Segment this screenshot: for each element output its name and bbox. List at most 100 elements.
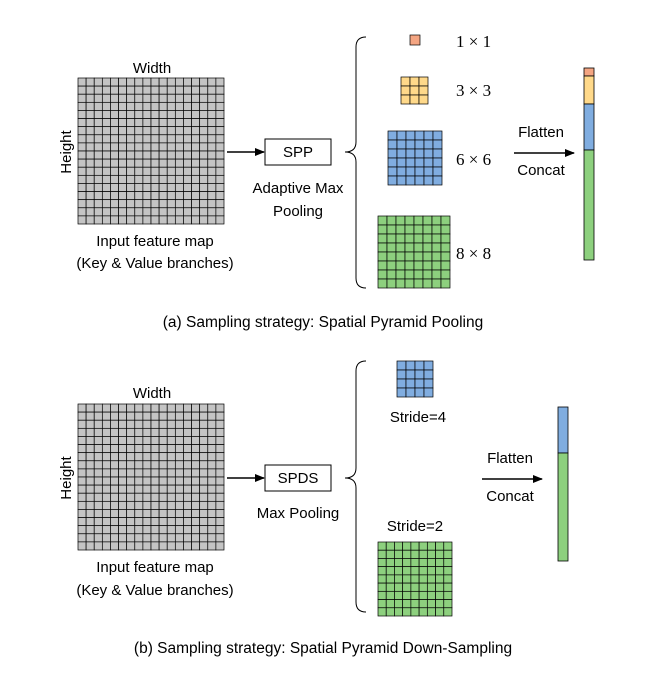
input-grid-cell bbox=[93, 419, 103, 429]
pool-cell-8x8 bbox=[431, 278, 442, 289]
input-grid-cell bbox=[174, 183, 184, 192]
input-grid-cell bbox=[215, 207, 225, 217]
input-grid-cell bbox=[110, 427, 119, 437]
input-grid-cell bbox=[93, 110, 103, 119]
input-grid-cell bbox=[183, 484, 192, 494]
input-grid-cell bbox=[191, 403, 201, 413]
input-grid-cell bbox=[77, 85, 87, 95]
caption-b: (b) Sampling strategy: Spatial Pyramid D… bbox=[134, 640, 512, 657]
pool-cell-8x8 bbox=[386, 224, 397, 235]
input-grid-cell bbox=[191, 476, 201, 486]
stride2-cell bbox=[377, 566, 387, 576]
input-grid-cell bbox=[191, 101, 201, 111]
pool-cell-6x6 bbox=[405, 148, 416, 159]
input-grid-cell bbox=[85, 126, 95, 136]
input-grid-cell bbox=[207, 191, 217, 201]
input-grid-cell bbox=[150, 126, 160, 136]
input-grid-cell bbox=[174, 419, 184, 429]
input-grid-cell bbox=[150, 215, 160, 225]
input-grid-cell bbox=[158, 77, 168, 87]
input-grid-cell bbox=[158, 142, 168, 152]
input-label-a-line1: Input feature map bbox=[96, 233, 214, 250]
input-grid-cell bbox=[150, 427, 160, 437]
input-grid-cell bbox=[77, 460, 87, 470]
input-grid-cell bbox=[191, 517, 201, 527]
input-grid-cell bbox=[199, 452, 209, 462]
input-grid-cell bbox=[199, 492, 209, 502]
input-label-a-line2: (Key & Value branches) bbox=[76, 255, 233, 272]
pool-cell-8x8 bbox=[395, 215, 406, 226]
input-grid-cell bbox=[85, 93, 95, 103]
input-grid-cell bbox=[150, 174, 160, 184]
input-grid-cell bbox=[110, 126, 119, 136]
input-grid-cell bbox=[101, 541, 111, 551]
input-grid-cell bbox=[158, 419, 168, 429]
stride2-cell bbox=[435, 590, 445, 600]
input-grid-cell bbox=[93, 541, 103, 551]
stride2-cell bbox=[385, 566, 395, 576]
input-grid-cell bbox=[85, 134, 95, 144]
input-grid-cell bbox=[110, 403, 119, 413]
input-grid-cell bbox=[199, 460, 209, 470]
input-grid-cell bbox=[142, 460, 152, 470]
input-grid-cell bbox=[101, 142, 111, 152]
input-grid-cell bbox=[126, 199, 136, 209]
pool-cell-8x8 bbox=[422, 251, 433, 262]
input-grid-cell bbox=[191, 484, 201, 494]
input-grid-cell bbox=[142, 110, 152, 119]
input-grid-cell bbox=[215, 541, 225, 551]
input-grid-cell bbox=[93, 199, 103, 209]
input-grid-cell bbox=[134, 476, 144, 486]
pool-cell-3x3 bbox=[409, 76, 420, 87]
input-grid-cell bbox=[207, 517, 217, 527]
input-grid-cell bbox=[199, 101, 209, 111]
input-grid-cell bbox=[174, 150, 184, 160]
input-grid-cell bbox=[215, 93, 225, 103]
flatten-label-b: Flatten bbox=[487, 450, 533, 467]
stride4-cell bbox=[405, 369, 416, 380]
input-grid-cell bbox=[134, 166, 144, 176]
stride2-cell bbox=[394, 582, 404, 592]
input-grid-cell bbox=[85, 191, 95, 201]
input-grid-cell bbox=[150, 191, 160, 201]
input-grid-cell bbox=[126, 215, 136, 225]
stride2-cell bbox=[394, 599, 404, 609]
input-grid-cell bbox=[142, 174, 152, 184]
input-grid-cell bbox=[77, 126, 87, 136]
input-grid-cell bbox=[101, 427, 111, 437]
input-grid-cell bbox=[118, 118, 128, 128]
input-grid-cell bbox=[215, 77, 225, 87]
input-grid-cell bbox=[126, 517, 136, 527]
input-grid-cell bbox=[207, 468, 217, 478]
input-grid-cell bbox=[174, 452, 184, 462]
pool-cell-6x6 bbox=[405, 175, 416, 186]
op-label-a-line2: Pooling bbox=[273, 203, 323, 220]
input-grid-cell bbox=[207, 436, 217, 445]
input-grid-cell bbox=[93, 85, 103, 95]
input-grid-cell bbox=[142, 93, 152, 103]
input-grid-cell bbox=[174, 93, 184, 103]
stride2-cell bbox=[394, 590, 404, 600]
pool-level-8x8 bbox=[377, 215, 451, 289]
input-grid-cell bbox=[191, 134, 201, 144]
stride2-cell bbox=[418, 590, 428, 600]
input-grid-cell bbox=[183, 436, 192, 445]
input-grid-cell bbox=[134, 85, 144, 95]
input-grid-cell bbox=[126, 460, 136, 470]
input-grid-cell bbox=[101, 199, 111, 209]
input-grid-cell bbox=[207, 509, 217, 518]
pool-cell-6x6 bbox=[405, 166, 416, 177]
input-grid-cell bbox=[126, 142, 136, 152]
input-grid-cell bbox=[134, 533, 144, 543]
input-grid-cell bbox=[110, 134, 119, 144]
pool-cell-6x6 bbox=[387, 148, 398, 159]
stride2-cell bbox=[377, 574, 387, 584]
input-grid-cell bbox=[150, 444, 160, 454]
input-grid-cell bbox=[93, 93, 103, 103]
input-grid-cell bbox=[199, 118, 209, 128]
input-grid-cell bbox=[126, 150, 136, 160]
input-grid-cell bbox=[118, 199, 128, 209]
op-label-b: Max Pooling bbox=[257, 505, 340, 522]
input-grid-cell bbox=[118, 419, 128, 429]
input-grid-cell bbox=[199, 215, 209, 225]
